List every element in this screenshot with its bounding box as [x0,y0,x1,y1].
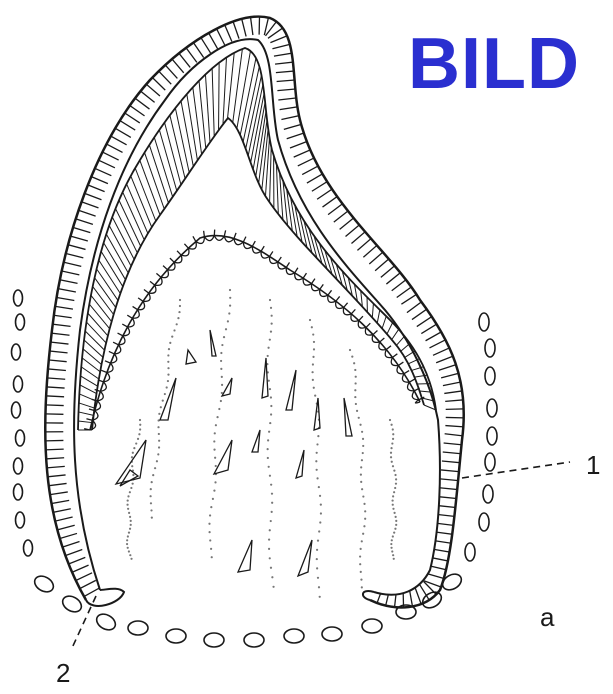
leader-line-1 [462,462,570,478]
oval-cell [94,611,118,633]
oval-cell [12,344,21,360]
oval-cell [24,540,33,556]
oval-cell [420,589,444,611]
oval-cell [465,543,475,561]
oval-cell [12,402,21,418]
label-2: 2 [56,660,70,686]
oval-cell [485,339,495,357]
oval-cell [204,633,224,647]
cavity-dots [126,289,397,598]
columnar-layer [78,48,436,430]
oval-cell [479,313,489,331]
oval-cell [16,512,25,528]
oval-cell [16,430,25,446]
oval-cell [14,484,23,500]
oval-cell [244,633,264,647]
oval-cell [362,619,382,633]
inner-cell-layer [84,230,424,430]
oval-cell [32,573,56,595]
oval-cell [166,629,186,643]
oval-cell [487,427,497,445]
title-bild: BILD [408,28,580,100]
oval-cell [14,290,23,306]
label-1: 1 [586,452,600,478]
leader-line-2 [72,596,96,648]
oval-cell [14,376,23,392]
oval-cell [284,629,304,643]
oval-cell [14,458,23,474]
oval-cell [322,627,342,641]
label-a: a [540,604,554,630]
oval-cell [479,513,489,531]
oval-cell [60,593,84,615]
oval-cell [440,571,464,593]
oval-cell [483,485,493,503]
oval-cell [485,453,495,471]
oval-cell [487,399,497,417]
oval-cell [16,314,25,330]
oval-cell [485,367,495,385]
oval-cell [128,621,148,635]
